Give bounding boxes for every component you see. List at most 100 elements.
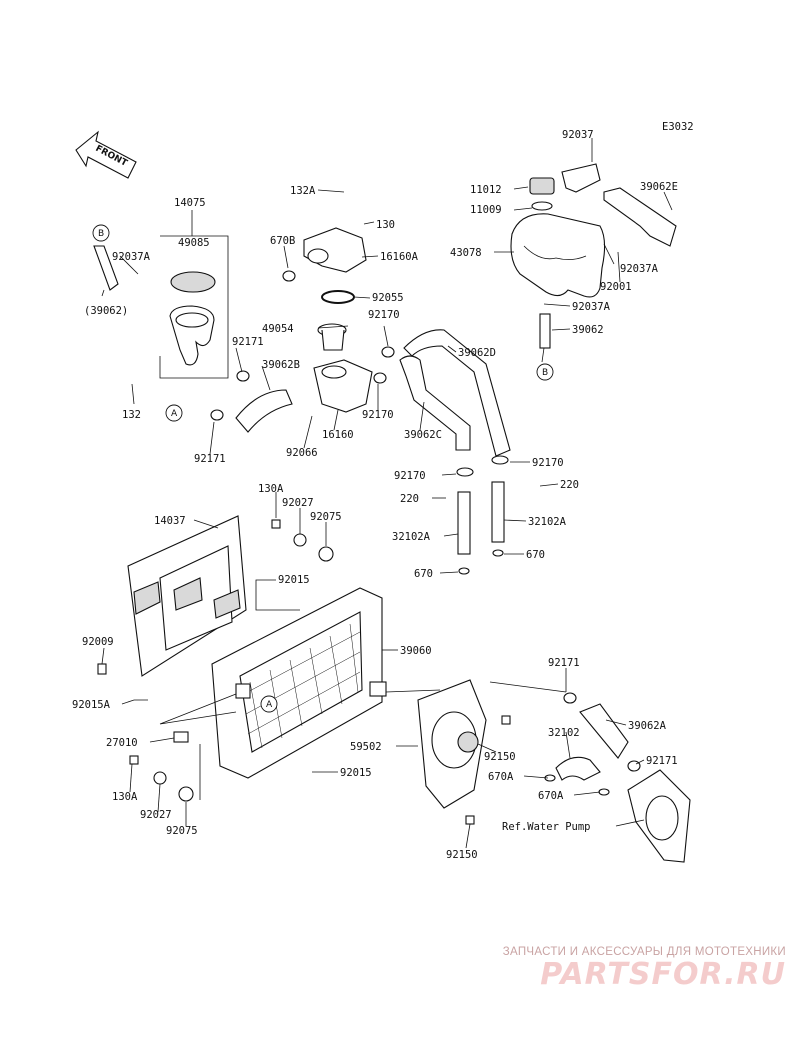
label-92171-b: 92171 — [194, 453, 226, 465]
label-39062C: 39062C — [404, 429, 442, 441]
radiator-guard-14037 — [127, 515, 247, 677]
label-670-a: 670 — [526, 549, 545, 561]
label-92027-top: 92027 — [282, 497, 314, 509]
label-59502: 59502 — [350, 741, 382, 753]
label-670A-a: 670A — [488, 771, 514, 783]
label-32102: 32102 — [548, 727, 580, 739]
label-92170-c: 92170 — [394, 470, 426, 482]
o-ring-92055 — [321, 290, 355, 304]
hose-39062B — [235, 389, 293, 433]
label-14037: 14037 — [154, 515, 186, 527]
label-92075-bot: 92075 — [166, 825, 198, 837]
label-92015-bot: 92015 — [340, 767, 372, 779]
label-92171-d: 92171 — [646, 755, 678, 767]
label-32102A-a: 32102A — [392, 531, 431, 543]
hose-39062C — [399, 355, 471, 451]
diagram-code: E3032 — [662, 121, 694, 133]
watermark-logo: PARTSFOR.RU — [540, 957, 786, 992]
callout-b-top: B — [92, 224, 110, 242]
label-92170-d: 92170 — [532, 457, 564, 469]
label-92170-a: 92170 — [368, 309, 400, 321]
label-92001: 92001 — [600, 281, 632, 293]
label-92170-b: 92170 — [362, 409, 394, 421]
label-92066: 92066 — [286, 447, 318, 459]
label-92037A-r2: 92037A — [572, 301, 611, 313]
clamps-bottom — [465, 692, 641, 825]
reservoir-cap — [529, 177, 555, 211]
label-49054: 49054 — [262, 323, 294, 335]
label-43078: 43078 — [450, 247, 482, 259]
callout-b-right: B — [536, 363, 554, 381]
label-220-a: 220 — [400, 493, 419, 505]
front-arrow-icon: FRONT — [75, 130, 137, 179]
label-27010: 27010 — [106, 737, 138, 749]
group-box-14075 — [159, 235, 229, 379]
watermark: ЗАПЧАСТИ И АКСЕССУАРЫ ДЛЯ МОТОТЕХНИКИ PA… — [503, 946, 786, 992]
hose-39062A — [579, 703, 629, 759]
label-92015A: 92015A — [72, 699, 111, 711]
filler-neck — [169, 305, 215, 366]
label-130A-bot: 130A — [112, 791, 138, 803]
label-39062E: 39062E — [640, 181, 678, 193]
label-130: 130 — [376, 219, 395, 231]
part-labels: 92037 39062E 11012 11009 43078 92037A 92… — [72, 129, 678, 861]
pipe-32102 — [555, 756, 601, 781]
label-39062B: 39062B — [262, 359, 300, 371]
label-92171-c: 92171 — [548, 657, 580, 669]
radiator-cap-49085 — [170, 271, 216, 293]
label-220-b: 220 — [560, 479, 579, 491]
label-670A-b: 670A — [538, 790, 564, 802]
hose-39062-right — [539, 313, 551, 349]
label-92027-bot: 92027 — [140, 809, 172, 821]
label-16160A: 16160A — [380, 251, 419, 263]
svg-text:B: B — [542, 368, 548, 378]
label-11009: 11009 — [470, 204, 502, 216]
breather-hose-39062 — [93, 245, 119, 291]
label-92037: 92037 — [562, 129, 594, 141]
label-ref-water-pump: Ref.Water Pump — [502, 821, 591, 833]
callout-a-left: A — [165, 404, 183, 422]
label-130A-top: 130A — [258, 483, 284, 495]
label-132A: 132A — [290, 185, 316, 197]
thermostat-housing-16160 — [313, 359, 373, 413]
overflow-hose-39062E — [603, 187, 677, 247]
callout-a-radiator: A — [260, 695, 278, 713]
label-11012: 11012 — [470, 184, 502, 196]
label-670B: 670B — [270, 235, 295, 247]
label-39062-r: 39062 — [572, 324, 604, 336]
label-92009: 92009 — [82, 636, 114, 648]
label-92037A-l: 92037A — [112, 251, 151, 263]
label-92037A-r1: 92037A — [620, 263, 659, 275]
label-92015-top: 92015 — [278, 574, 310, 586]
tank-bracket — [561, 163, 601, 193]
thermostat-cover-16160A — [303, 227, 367, 273]
reservoir-tank — [510, 213, 606, 298]
label-92171-a: 92171 — [232, 336, 264, 348]
svg-text:B: B — [98, 229, 104, 239]
pipe-32102A-right — [491, 481, 505, 543]
label-92150-b: 92150 — [446, 849, 478, 861]
label-92150-a: 92150 — [484, 751, 516, 763]
water-pump-ref — [627, 769, 691, 863]
label-39062D: 39062D — [458, 347, 496, 359]
watermark-tagline: ЗАПЧАСТИ И АКСЕССУАРЫ ДЛЯ МОТОТЕХНИКИ — [502, 946, 786, 958]
label-39060: 39060 — [400, 645, 432, 657]
small-parts-radiator — [97, 519, 334, 802]
svg-text:A: A — [266, 700, 273, 710]
label-92075-top: 92075 — [310, 511, 342, 523]
label-49085: 49085 — [178, 237, 210, 249]
label-16160: 16160 — [322, 429, 354, 441]
label-39062A: 39062A — [628, 720, 667, 732]
svg-text:A: A — [171, 409, 178, 419]
leader-lines — [101, 138, 673, 849]
label-670-b: 670 — [414, 568, 433, 580]
pipe-32102A-left — [457, 491, 471, 555]
water-pump-59502 — [417, 679, 487, 809]
label-132: 132 — [122, 409, 141, 421]
label-14075: 14075 — [174, 197, 206, 209]
label-92055: 92055 — [372, 292, 404, 304]
clamps-top — [210, 270, 509, 575]
label-39062-l: (39062) — [84, 305, 128, 317]
label-32102A-b: 32102A — [528, 516, 567, 528]
